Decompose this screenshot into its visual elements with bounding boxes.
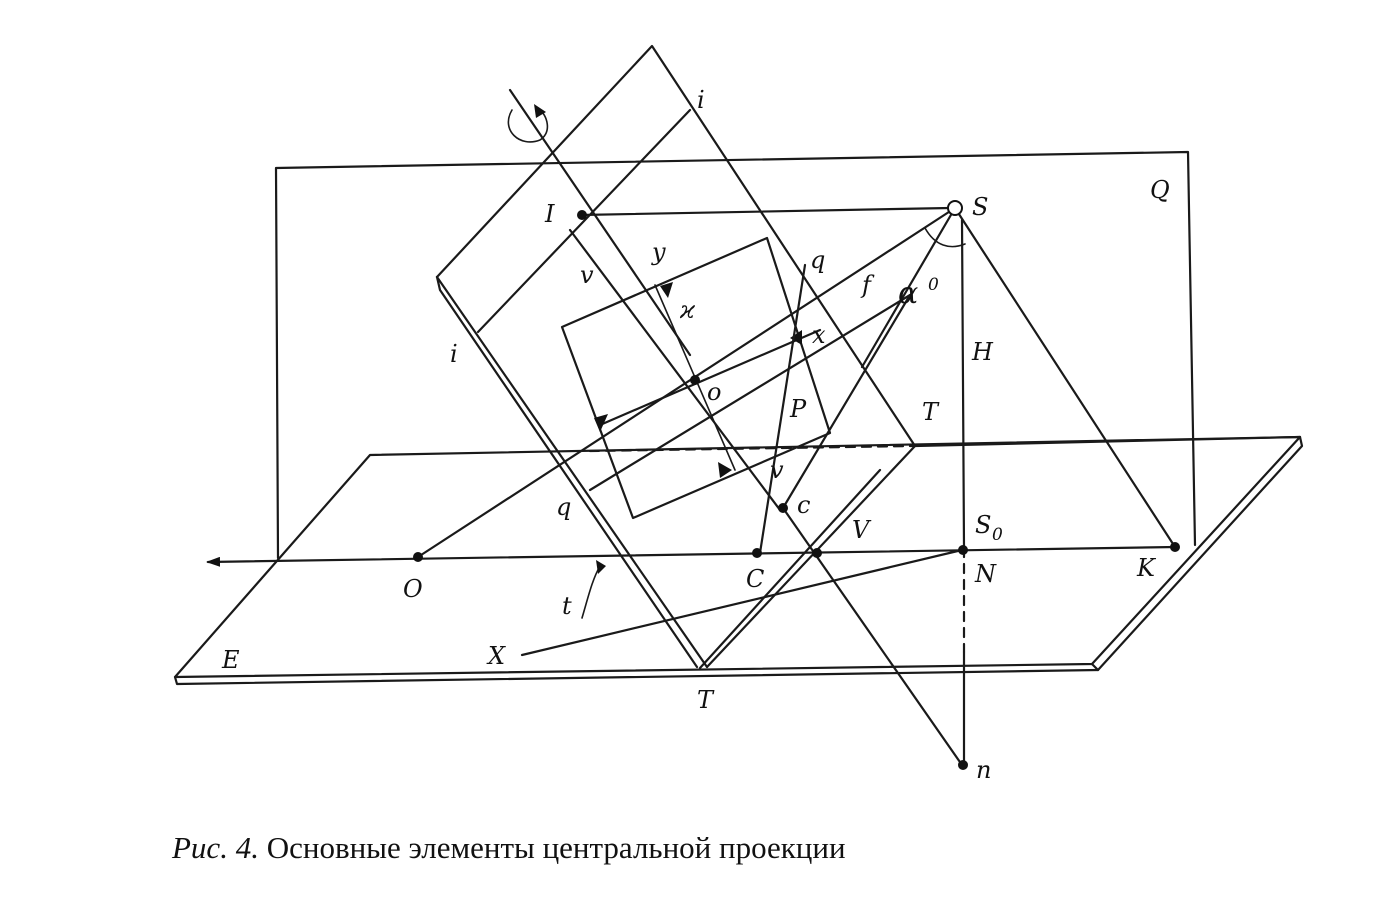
projection-rays <box>416 206 1302 767</box>
label-P: P <box>789 395 807 423</box>
label-v-lower: v <box>770 456 784 484</box>
label-O: O <box>403 575 423 603</box>
label-H: H <box>971 338 994 366</box>
label-q-top: q <box>810 246 825 274</box>
label-S0-subscript: 0 <box>992 525 1003 545</box>
tilted-plane <box>435 44 917 669</box>
label-I: I <box>544 200 555 228</box>
picture-plane-Q <box>274 150 1197 560</box>
label-T-upper: T <box>922 398 940 426</box>
label-N: N <box>974 560 997 588</box>
figure-caption: Рис. 4. Основные элементы центральной пр… <box>172 830 846 866</box>
caption-prefix: Рис. 4. <box>172 830 259 865</box>
label-f: f <box>860 271 875 299</box>
label-S: S <box>972 193 988 221</box>
label-v-left: v <box>580 261 594 289</box>
label-q-bottom: q <box>556 493 571 521</box>
label-kappa: ϰ <box>679 296 696 324</box>
points <box>413 200 1180 770</box>
label-K: K <box>1136 554 1157 582</box>
label-t: t <box>562 592 572 620</box>
ground-plane-E <box>173 435 1304 686</box>
label-alpha: α <box>898 276 918 311</box>
label-C: C <box>746 565 764 593</box>
caption-text: Основные элементы центральной проекции <box>266 830 846 865</box>
label-E: E <box>221 646 240 674</box>
label-i-left: i <box>450 340 458 368</box>
label-n: n <box>976 756 991 784</box>
label-o: o <box>707 378 721 406</box>
label-S0: S <box>975 511 991 539</box>
label-alpha-subscript: 0 <box>928 275 939 295</box>
label-x: x <box>812 321 826 349</box>
angle-t-arrow-icon <box>581 560 606 619</box>
label-y: y <box>651 238 666 266</box>
label-Q: Q <box>1150 176 1170 204</box>
label-V: V <box>852 516 872 544</box>
photo-frame <box>560 206 952 520</box>
label-c-lower: c <box>797 491 810 519</box>
label-X: X <box>486 642 506 670</box>
ground-line <box>206 545 1177 567</box>
label-i-top: i <box>697 86 705 114</box>
rotation-arrow-icon <box>507 104 549 143</box>
labels: i Q S I y q v α 0 f ϰ x H i o P T v c q … <box>221 86 1170 784</box>
label-T-lower: T <box>697 686 715 714</box>
